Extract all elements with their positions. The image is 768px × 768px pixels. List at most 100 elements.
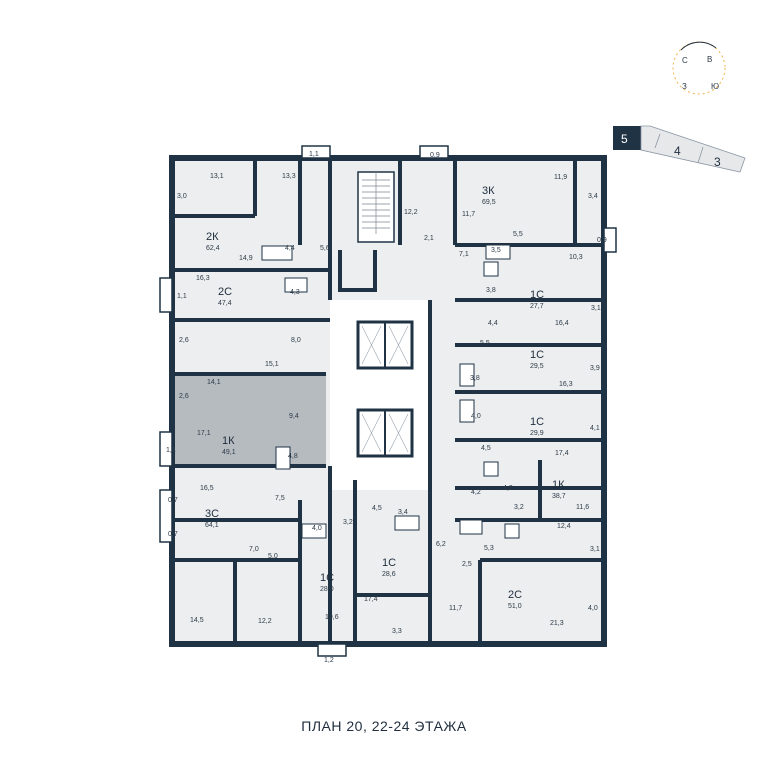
apartment-type-label: 1С [320,572,334,584]
apartment-area-label: 62,4 [206,245,220,252]
room-area-label: 10,3 [569,254,583,261]
apartment-3k[interactable]: 3К 69,5 [482,185,496,206]
room-area-label: 1,1 [166,447,176,454]
room-area-label: 4,0 [471,413,481,420]
room-area-label: 17,1 [197,430,211,437]
apartment-type-label: 3К [482,185,495,197]
room-area-label: 15,1 [265,361,279,368]
apartment-2k[interactable]: 2К 62,4 [206,231,220,252]
room-area-label: 4,3 [290,289,300,296]
room-area-label: 14,9 [239,255,253,262]
compass-south: Ю [711,82,719,91]
room-area-label: 14,1 [207,379,221,386]
room-area-label: 1,2 [324,657,334,664]
room-area-label: 12,4 [557,523,571,530]
room-area-label: 4,0 [588,605,598,612]
room-area-label: 16,5 [200,485,214,492]
room-area-label: 3,4 [588,193,598,200]
apartment-area-label: 29,5 [530,363,544,370]
staircase [357,171,395,243]
room-area-label: 5,3 [484,545,494,552]
room-area-label: 7,5 [275,495,285,502]
room-area-label: 5,5 [513,231,523,238]
room-area-label: 19,6 [325,614,339,621]
room-area-label: 3,5 [491,247,501,254]
room-area-label: 1,1 [177,293,187,300]
room-area-label: 3,0 [177,193,187,200]
room-area-label: 13,3 [282,173,296,180]
room-area-label: 17,4 [364,596,378,603]
room-area-label: 4,4 [285,245,295,252]
section-5-block[interactable] [613,126,641,150]
balconies [159,145,617,657]
room-area-label: 3,8 [470,375,480,382]
room-area-label: 16,3 [559,381,573,388]
compass-icon: С В Ю З [672,41,726,95]
room-area-label: 2,6 [179,337,189,344]
apartment-area-label: 28,0 [320,586,334,593]
room-area-label: 0,9 [430,152,440,159]
room-area-label: 14,5 [190,617,204,624]
compass-north: С [682,56,688,65]
apartment-type-label: 1С [530,349,544,361]
room-area-label: 3,1 [591,305,601,312]
room-area-label: 4,4 [488,320,498,327]
apartment-area-label: 28,6 [382,571,396,578]
room-area-label: 4,2 [503,485,513,492]
apartment-type-label: 2С [508,589,522,601]
room-area-label: 1,1 [309,151,319,158]
room-area-label: 21,3 [550,620,564,627]
interior-walls [172,158,604,644]
room-area-label: 3,9 [590,365,600,372]
highlighted-apartment[interactable] [172,374,326,466]
apartment-2c-51-0[interactable]: 2С 51,0 [508,589,522,610]
apartment-type-label: 3С [205,508,219,520]
apartment-area-label: 49,1 [222,449,236,456]
apartment-1c-28-0[interactable]: 1С 28,0 [320,572,334,593]
room-area-label: 5,0 [268,553,278,560]
apartment-3c[interactable]: 3С 64,1 [205,508,219,529]
room-area-label: 6,2 [436,541,446,548]
room-area-label: 12,2 [258,618,272,625]
apartment-type-label: 2К [206,231,219,243]
room-area-label: 9,4 [289,413,299,420]
apartment-1c-29-5[interactable]: 1С 29,5 [530,349,544,370]
apartment-area-label: 69,5 [482,199,496,206]
section-3-label: 3 [714,155,721,169]
compass-west: З [682,82,687,91]
room-area-label: 2,1 [424,235,434,242]
room-area-label: 7,1 [459,251,469,258]
outer-walls [169,155,607,647]
apartment-area-label: 38,7 [552,493,566,500]
room-area-label: 13,1 [210,173,224,180]
apartment-area-label: 27,7 [530,303,544,310]
room-area-label: 0,7 [168,531,178,538]
room-area-label: 4,0 [312,525,322,532]
room-area-label: 3,4 [398,509,408,516]
apartment-area-label: 29,9 [530,430,544,437]
sections-key: 5 4 3 [613,125,746,173]
apartment-area-label: 51,0 [508,603,522,610]
room-area-label: 3,1 [590,546,600,553]
room-area-label: 11,6 [576,504,589,511]
room-area-label: 2,6 [179,393,189,400]
room-area-label: 0,9 [597,237,607,244]
apartment-1c-27-7[interactable]: 1С 27,7 [530,289,544,310]
room-area-label: 7,0 [249,546,259,553]
room-area-label: 11,7 [462,211,475,218]
apartment-type-label: 2С [218,286,232,298]
room-area-label: 8,0 [291,337,301,344]
room-area-label: 16,4 [555,320,569,327]
apartment-type-label: 1С [530,289,544,301]
apartment-area-label: 64,1 [205,522,219,529]
room-area-label: 4,1 [590,425,600,432]
room-area-label: 3,3 [392,628,402,635]
room-area-label: 3,8 [486,287,496,294]
room-area-label: 12,2 [404,209,418,216]
